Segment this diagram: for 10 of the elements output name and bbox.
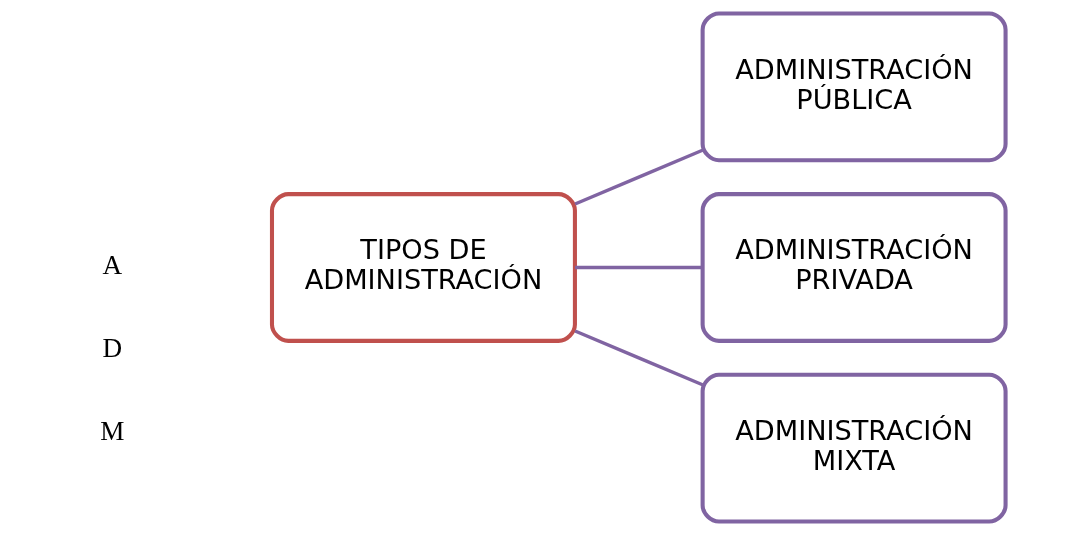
node-box: ADMINISTRACIÓN MIXTA [700,372,1008,524]
label: A [102,250,123,281]
connector [574,329,704,387]
connector [575,265,703,270]
label: D [102,333,123,364]
node-box: ADMINISTRACIÓN PRIVADA [700,192,1008,343]
label: M [100,416,125,447]
node-box: TIPOS DE ADMINISTRACIÓN [269,192,577,343]
node-box: ADMINISTRACIÓN PÚBLICA [700,11,1008,163]
connector [574,148,704,206]
